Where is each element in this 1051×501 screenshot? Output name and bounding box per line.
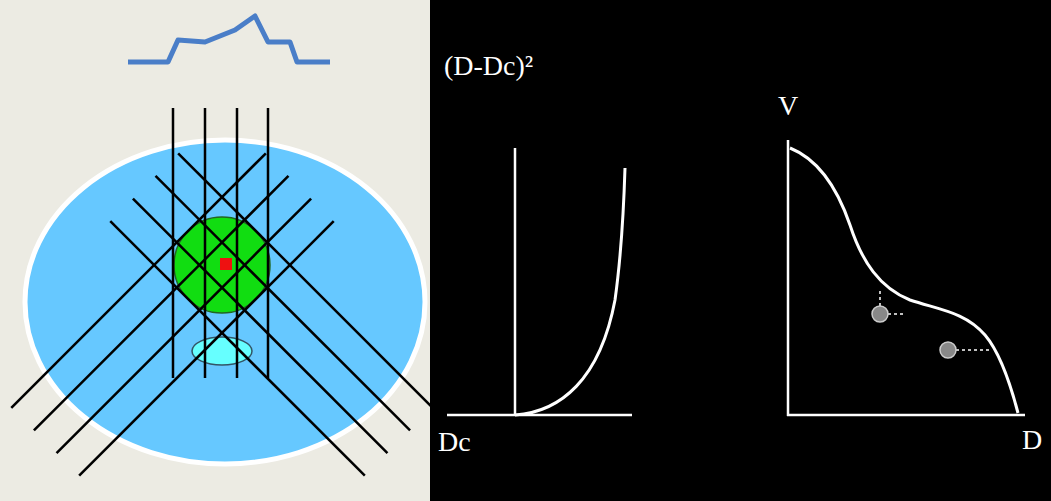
beam-line xyxy=(204,108,207,378)
leader-dashed xyxy=(879,290,881,306)
axis xyxy=(787,414,1025,417)
axis xyxy=(514,148,517,416)
beam-line xyxy=(34,176,289,431)
dose-profile xyxy=(128,16,330,62)
penalty-curve xyxy=(515,168,625,415)
constraint-point xyxy=(872,306,888,322)
axis-label: V xyxy=(778,92,798,120)
beam-line xyxy=(236,108,239,378)
beam-lines xyxy=(11,108,432,476)
left-panel xyxy=(0,0,430,501)
axis-label: D xyxy=(1022,426,1042,454)
constraint-point xyxy=(940,342,956,358)
leader-dashed xyxy=(956,349,992,351)
dvh-curve xyxy=(790,148,1018,413)
axis xyxy=(447,414,632,417)
beam-line xyxy=(11,153,266,408)
beam-line xyxy=(133,199,388,454)
beam-line xyxy=(110,221,365,476)
organ-at-risk xyxy=(192,337,252,365)
leader-dashed xyxy=(888,313,905,315)
axis xyxy=(787,140,790,416)
axis-label: Dc xyxy=(438,428,471,456)
target-point xyxy=(220,258,232,270)
axis-title: (D-Dc)² xyxy=(444,52,533,80)
body-outline xyxy=(25,140,425,464)
